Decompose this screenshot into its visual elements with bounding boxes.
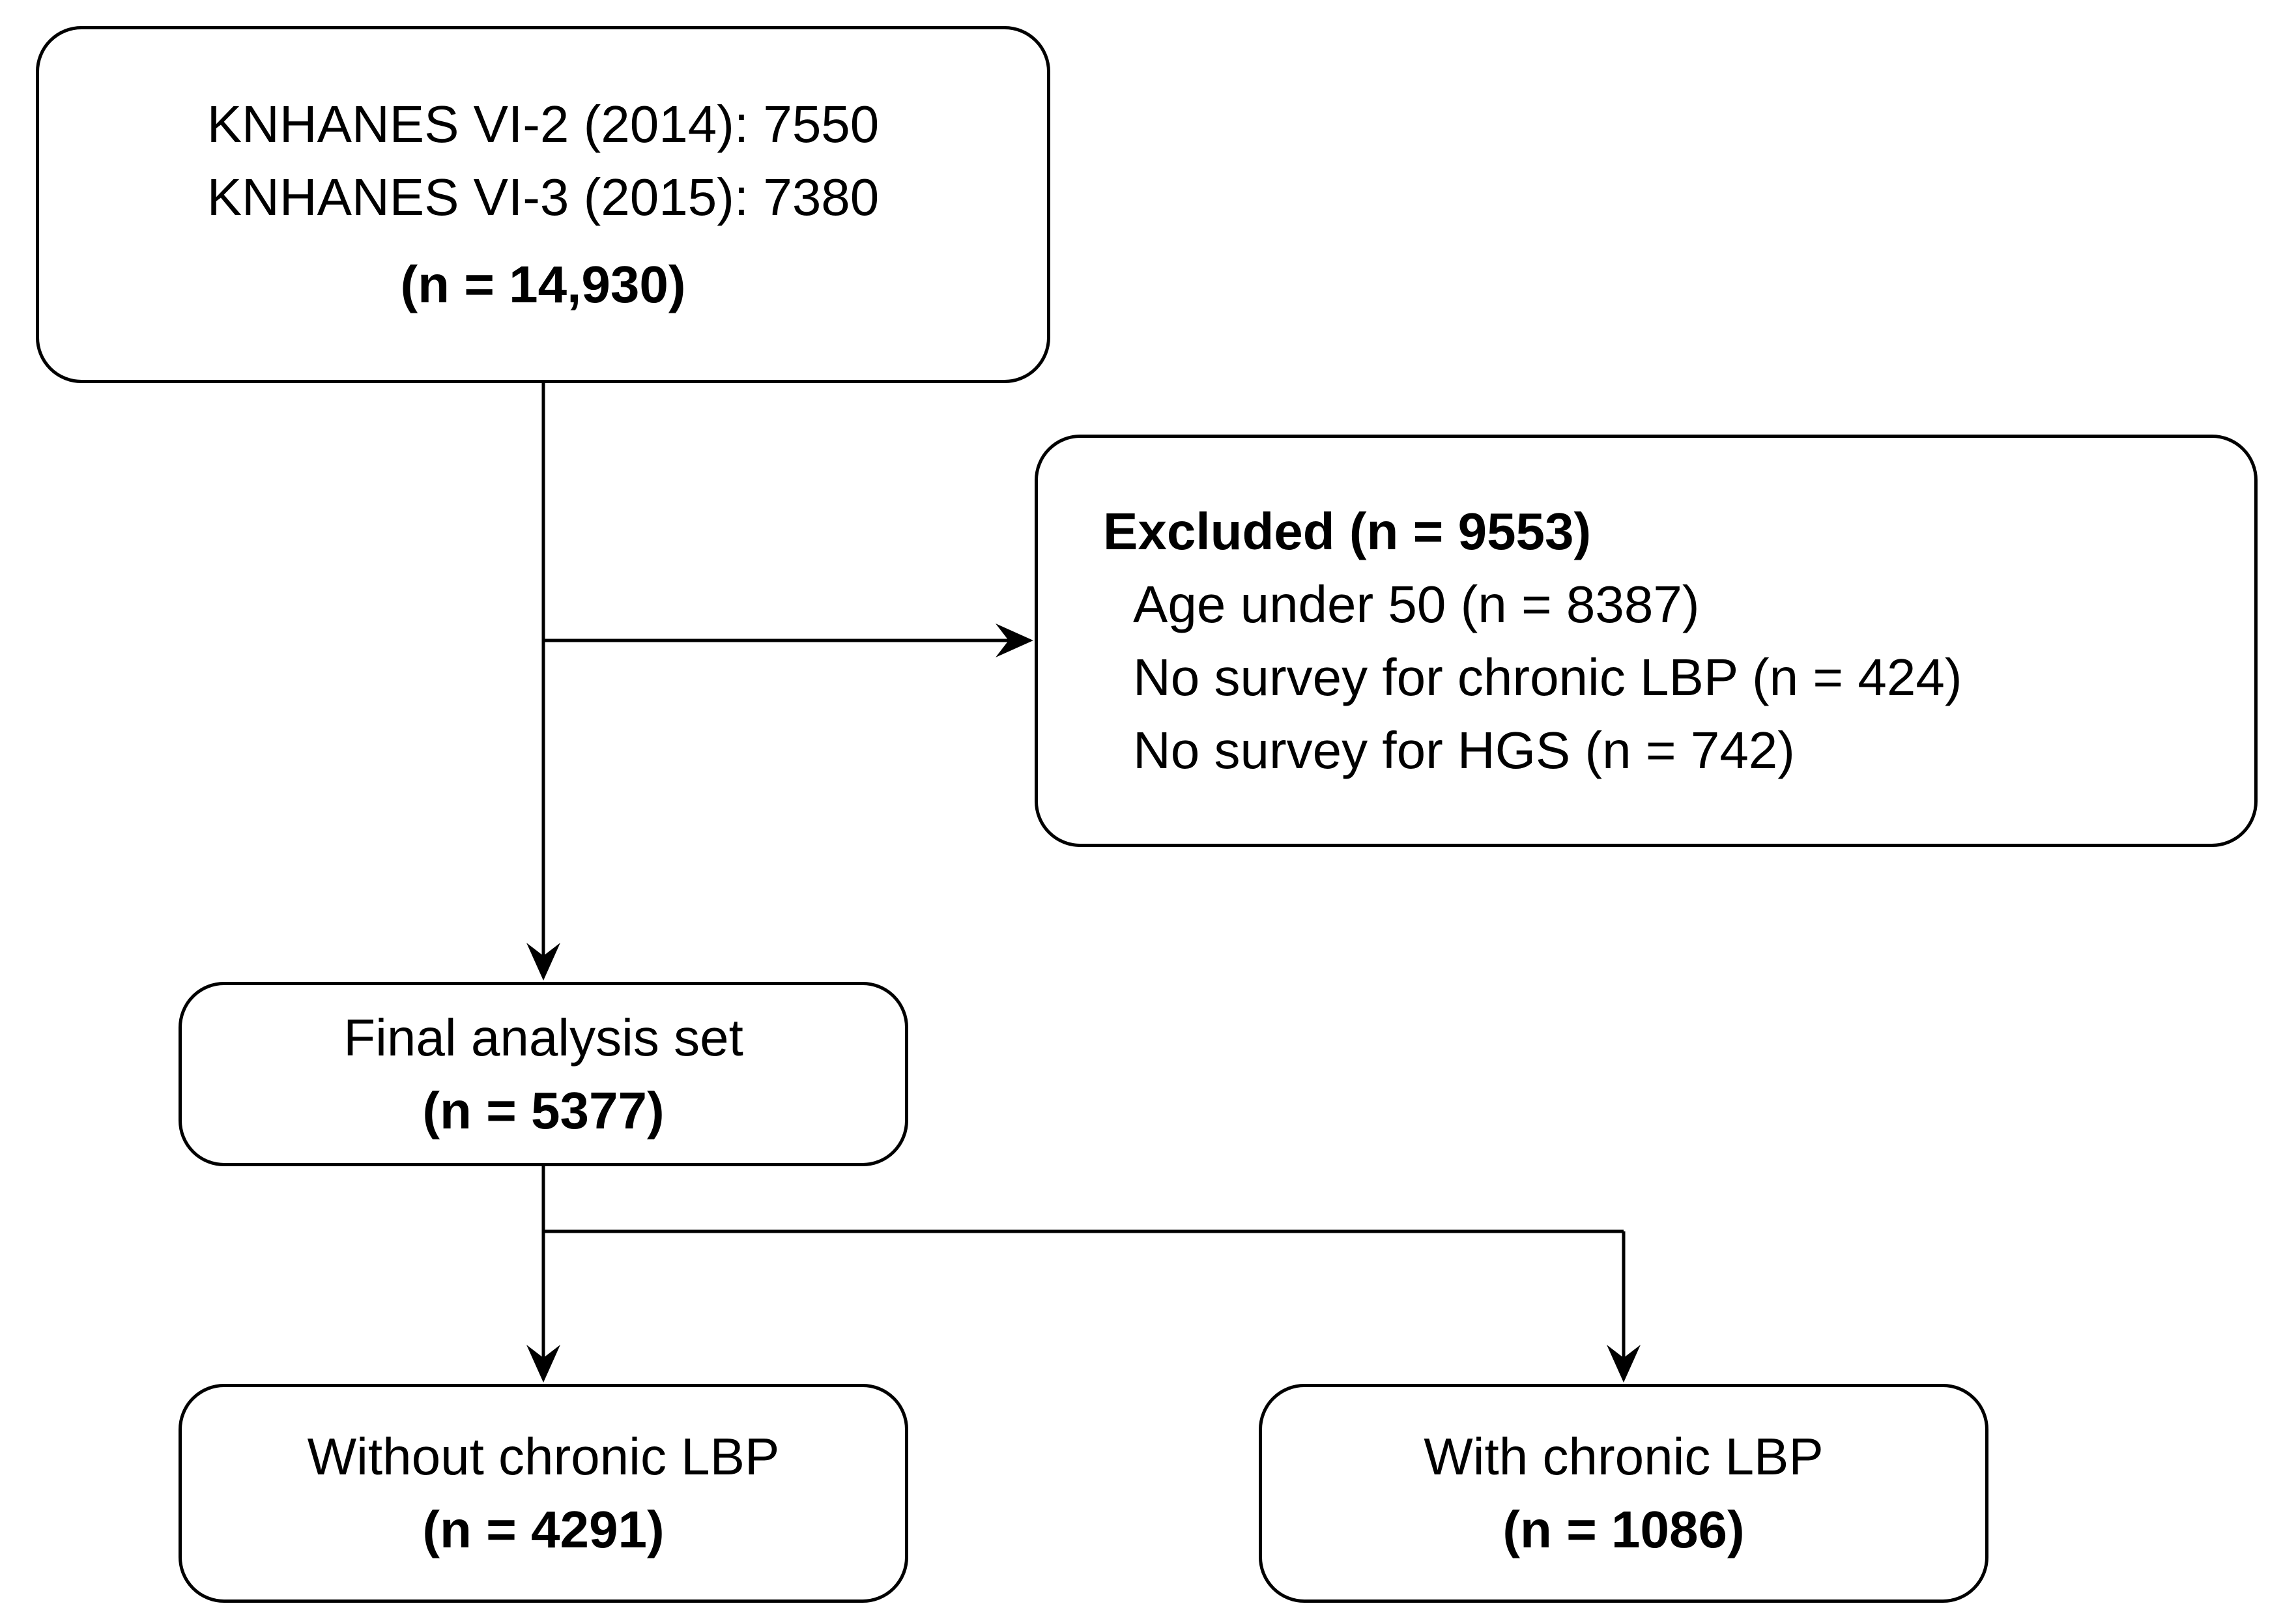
excluded-item-no-hgs-survey: No survey for HGS (n = 742) <box>1133 721 1795 779</box>
arrowhead-into-excluded-box <box>996 624 1033 657</box>
final-analysis-n-label: (n = 5377) <box>422 1081 665 1140</box>
arrowhead-into-without-box <box>526 1345 560 1383</box>
excluded-title: Excluded (n = 9553) <box>1103 502 1592 560</box>
with-chronic-lbp-n-label: (n = 1086) <box>1502 1500 1745 1558</box>
arrowhead-into-final-box <box>526 943 560 981</box>
arrowhead-into-with-box <box>1607 1345 1641 1383</box>
with-chronic-lbp-box: With chronic LBP (n = 1086) <box>1259 1384 1988 1603</box>
without-chronic-lbp-label: Without chronic LBP <box>307 1427 780 1485</box>
excluded-box: Excluded (n = 9553) Age under 50 (n = 83… <box>1035 435 2258 847</box>
source-line-knhanes-vi3: KNHANES VI-3 (2015): 7380 <box>207 168 880 226</box>
source-line-knhanes-vi2: KNHANES VI-2 (2014): 7550 <box>207 95 880 153</box>
excluded-item-no-lbp-survey: No survey for chronic LBP (n = 424) <box>1133 648 1962 706</box>
source-n-label: (n = 14,930) <box>400 255 686 313</box>
source-population-box: KNHANES VI-2 (2014): 7550 KNHANES VI-3 (… <box>36 26 1050 383</box>
without-chronic-lbp-n-label: (n = 4291) <box>422 1500 665 1558</box>
excluded-item-age: Age under 50 (n = 8387) <box>1133 575 1700 633</box>
final-analysis-label: Final analysis set <box>343 1008 743 1067</box>
with-chronic-lbp-label: With chronic LBP <box>1424 1427 1824 1485</box>
without-chronic-lbp-box: Without chronic LBP (n = 4291) <box>179 1384 908 1603</box>
final-analysis-box: Final analysis set (n = 5377) <box>179 982 908 1166</box>
